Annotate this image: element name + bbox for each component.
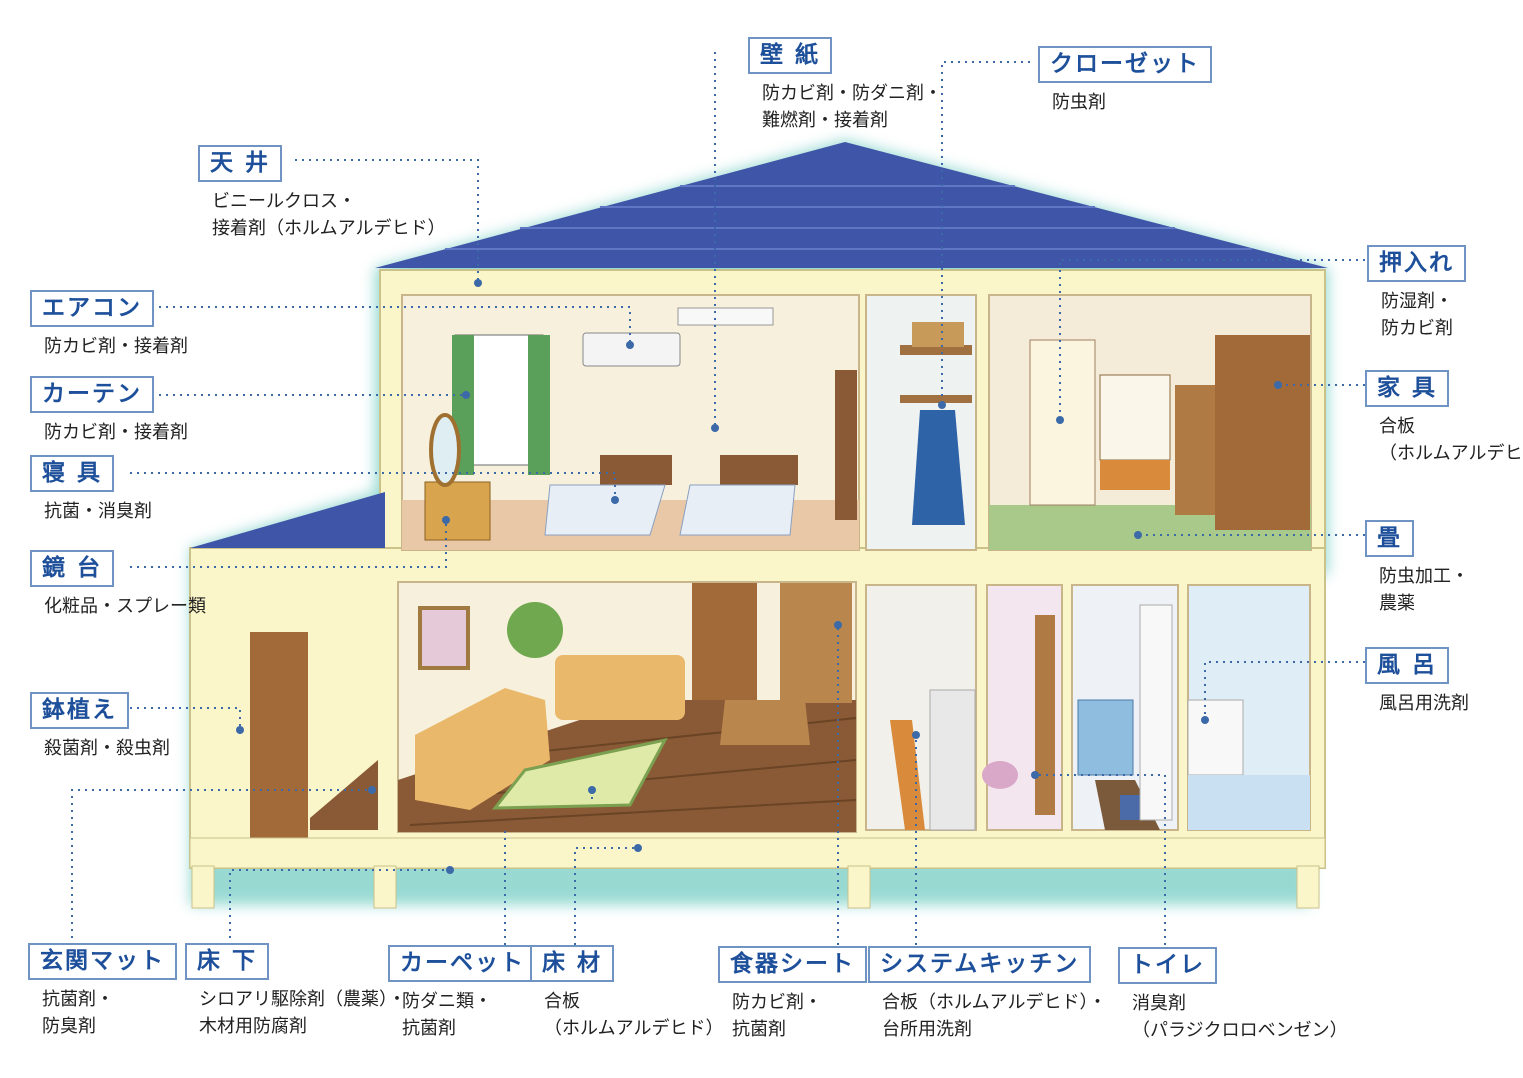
desc-bedding: 抗菌・消臭剤 [44, 501, 152, 522]
callout-carpet: カーペット 防ダニ類・ 抗菌剤 [388, 945, 537, 1042]
label-plant: 鉢植え [30, 692, 129, 729]
label-underfloor: 床 下 [185, 943, 270, 980]
callout-dresser: 鏡 台 化粧品・スプレー類 [30, 550, 206, 620]
label-toilet: トイレ [1118, 947, 1217, 984]
callout-plant: 鉢植え 殺菌剤・殺虫剤 [30, 692, 170, 762]
label-aircon: エアコン [30, 290, 154, 327]
callout-closet: クローゼット 防虫剤 [1038, 46, 1212, 116]
main-roof [375, 142, 1328, 268]
desc-flooring: 合板 （ホルムアルデヒド） [544, 991, 724, 1039]
desc-closet: 防虫剤 [1052, 92, 1106, 113]
desc-toilet: 消臭剤 （パラジクロロベンゼン） [1132, 993, 1348, 1041]
label-shelf-sheet: 食器シート [718, 946, 867, 983]
desc-furniture: 合板 （ホルムアルデヒド） [1379, 416, 1523, 464]
desc-bath: 風呂用洗剤 [1379, 693, 1469, 714]
callout-bedding: 寝 具 抗菌・消臭剤 [30, 455, 152, 525]
label-carpet: カーペット [388, 945, 537, 982]
callout-aircon: エアコン 防カビ剤・接着剤 [30, 290, 188, 360]
desc-entrance-mat: 抗菌剤・ 防臭剤 [42, 989, 114, 1037]
label-kitchen: システムキッチン [868, 946, 1092, 983]
leader-dots [236, 279, 1282, 874]
foundation-posts [191, 865, 1320, 909]
callout-curtain: カーテン 防カビ剤・接着剤 [30, 376, 188, 446]
label-flooring: 床 材 [530, 945, 615, 982]
callout-oshiire: 押入れ 防湿剤・ 防カビ剤 [1367, 245, 1466, 342]
callout-underfloor: 床 下 シロアリ駆除剤（農薬）・ 木材用防腐剤 [185, 943, 406, 1040]
callout-tatami: 畳 防虫加工・ 農薬 [1365, 520, 1469, 617]
callout-wallpaper: 壁 紙 防カビ剤・防ダニ剤・ 難燃剤・接着剤 [748, 37, 942, 134]
label-entrance-mat: 玄関マット [28, 943, 177, 980]
desc-curtain: 防カビ剤・接着剤 [44, 422, 188, 443]
roof-lines [445, 185, 1252, 250]
desc-underfloor: シロアリ駆除剤（農薬）・ 木材用防腐剤 [199, 989, 406, 1037]
leader-lines [71, 52, 1365, 945]
lower-roof [190, 492, 385, 548]
label-ceiling: 天 井 [198, 145, 283, 182]
callout-shelf-sheet: 食器シート 防カビ剤・ 抗菌剤 [718, 946, 867, 1043]
label-tatami: 畳 [1365, 520, 1414, 557]
callout-kitchen: システムキッチン 合板（ホルムアルデヒド）・ 台所用洗剤 [868, 946, 1106, 1043]
label-furniture: 家 具 [1365, 370, 1450, 407]
callout-bath: 風 呂 風呂用洗剤 [1365, 647, 1469, 717]
label-closet: クローゼット [1038, 46, 1212, 83]
desc-dresser: 化粧品・スプレー類 [44, 596, 206, 617]
desc-tatami: 防虫加工・ 農薬 [1379, 566, 1469, 614]
label-oshiire: 押入れ [1367, 245, 1466, 282]
label-dresser: 鏡 台 [30, 550, 115, 587]
floor-slab [189, 837, 1326, 869]
label-bedding: 寝 具 [30, 455, 115, 492]
label-wallpaper: 壁 紙 [748, 37, 833, 74]
label-curtain: カーテン [30, 376, 154, 413]
desc-carpet: 防ダニ類・ 抗菌剤 [402, 991, 492, 1039]
desc-ceiling: ビニールクロス・ 接着剤（ホルムアルデヒド） [212, 191, 446, 239]
callout-entrance-mat: 玄関マット 抗菌剤・ 防臭剤 [28, 943, 177, 1040]
callout-furniture: 家 具 合板 （ホルムアルデヒド） [1365, 370, 1523, 467]
desc-aircon: 防カビ剤・接着剤 [44, 336, 188, 357]
callout-toilet: トイレ 消臭剤 （パラジクロロベンゼン） [1118, 947, 1348, 1044]
desc-shelf-sheet: 防カビ剤・ 抗菌剤 [732, 992, 822, 1040]
callout-ceiling: 天 井 ビニールクロス・ 接着剤（ホルムアルデヒド） [198, 145, 445, 242]
desc-wallpaper: 防カビ剤・防ダニ剤・ 難燃剤・接着剤 [762, 83, 942, 131]
label-bath: 風 呂 [1365, 647, 1450, 684]
desc-oshiire: 防湿剤・ 防カビ剤 [1381, 291, 1453, 339]
desc-kitchen: 合板（ホルムアルデヒド）・ 台所用洗剤 [882, 992, 1107, 1040]
callout-flooring: 床 材 合板 （ホルムアルデヒド） [530, 945, 723, 1042]
desc-plant: 殺菌剤・殺虫剤 [44, 738, 170, 759]
